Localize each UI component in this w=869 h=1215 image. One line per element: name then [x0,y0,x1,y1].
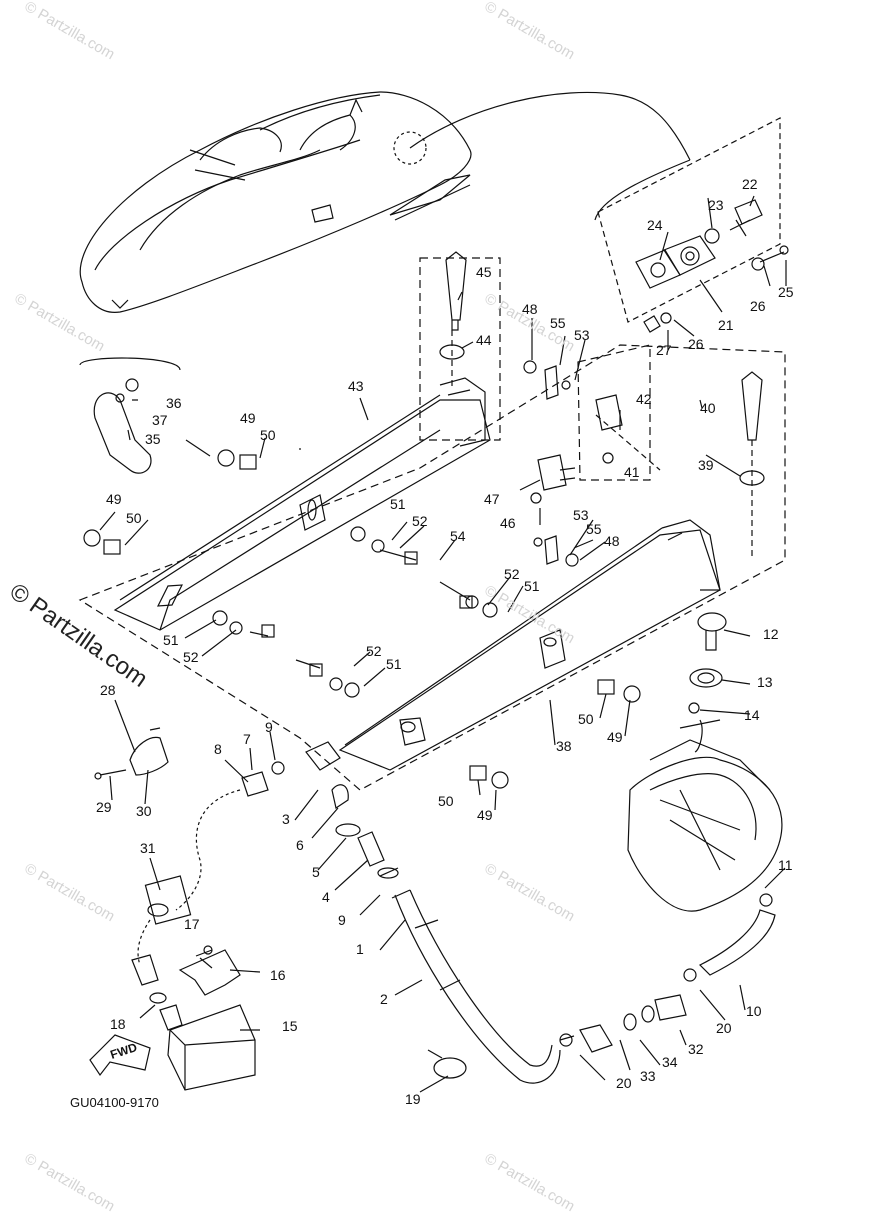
part-label: 33 [640,1068,656,1084]
part-label: 40 [700,400,716,416]
part-label: 47 [484,491,500,507]
part-label: 27 [656,342,672,358]
part-label: 38 [556,738,572,754]
part-label: 4 [322,889,330,905]
part-label: 55 [550,315,566,331]
part-label: 26 [750,298,766,314]
part-label: 14 [744,707,760,723]
part-label: 48 [604,533,620,549]
part-label: 25 [778,284,794,300]
part-label: 44 [476,332,492,348]
part-label: 20 [616,1075,632,1091]
part-label: 26 [688,336,704,352]
part-label: 49 [477,807,493,823]
jet-pump-housing [627,719,783,912]
part-label: 31 [140,840,156,856]
part-label: 9 [338,912,346,928]
rail-43 [113,377,491,631]
part-label: 55 [586,521,602,537]
part-label: 34 [662,1054,678,1070]
part-label: 30 [136,803,152,819]
part-label: 28 [100,682,116,698]
part-label: 32 [688,1041,704,1057]
part-label: 17 [184,916,200,932]
part-label: 37 [152,412,168,428]
watercraft-body [79,91,472,313]
part-label: 48 [522,301,538,317]
part-label: 3 [282,811,290,827]
part-label: 52 [183,649,199,665]
part-label: 50 [438,793,454,809]
part-label: 49 [240,410,256,426]
part-label: 10 [746,1003,762,1019]
part-label: 13 [757,674,773,690]
part-label: 45 [476,264,492,280]
part-label: 54 [450,528,466,544]
part-label: 23 [708,197,724,213]
part-label: 35 [145,431,161,447]
part-label: 16 [270,967,286,983]
part-label: 50 [578,711,594,727]
part-label: 50 [260,427,276,443]
part-label: 21 [718,317,734,333]
part-label: 15 [282,1018,298,1034]
part-label: 29 [96,799,112,815]
part-label: 52 [504,566,520,582]
part-label: 53 [573,507,589,523]
part-label: 51 [163,632,179,648]
part-label: 11 [778,857,793,873]
part-label: 18 [110,1016,126,1032]
part-label: 2 [380,991,388,1007]
part-label: 52 [366,643,382,659]
part-label: 41 [624,464,640,480]
part-label: 51 [390,496,406,512]
part-label: 24 [647,217,663,233]
part-label: 7 [243,731,251,747]
part-label: 19 [405,1091,421,1107]
part-label: 36 [166,395,182,411]
part-label: 20 [716,1020,732,1036]
part-label: 42 [636,391,652,407]
part-label: 22 [742,176,758,192]
part-label: 46 [500,515,516,531]
part-label: 39 [698,457,714,473]
part-label: 8 [214,741,222,757]
part-label: 1 [356,941,364,957]
diagram-code: GU04100-9170 [70,1095,159,1110]
rail-38 [338,519,721,771]
part-label: 9 [265,719,273,735]
part-label: 51 [386,656,402,672]
part-label: 51 [524,578,540,594]
part-label: 49 [607,729,623,745]
part-label: 43 [348,378,364,394]
part-label: 53 [574,327,590,343]
part-label: 6 [296,837,304,853]
part-label: 12 [763,626,779,642]
part-label: 49 [106,491,122,507]
part-label: 52 [412,513,428,529]
part-label: 50 [126,510,142,526]
part-label: 5 [312,864,320,880]
